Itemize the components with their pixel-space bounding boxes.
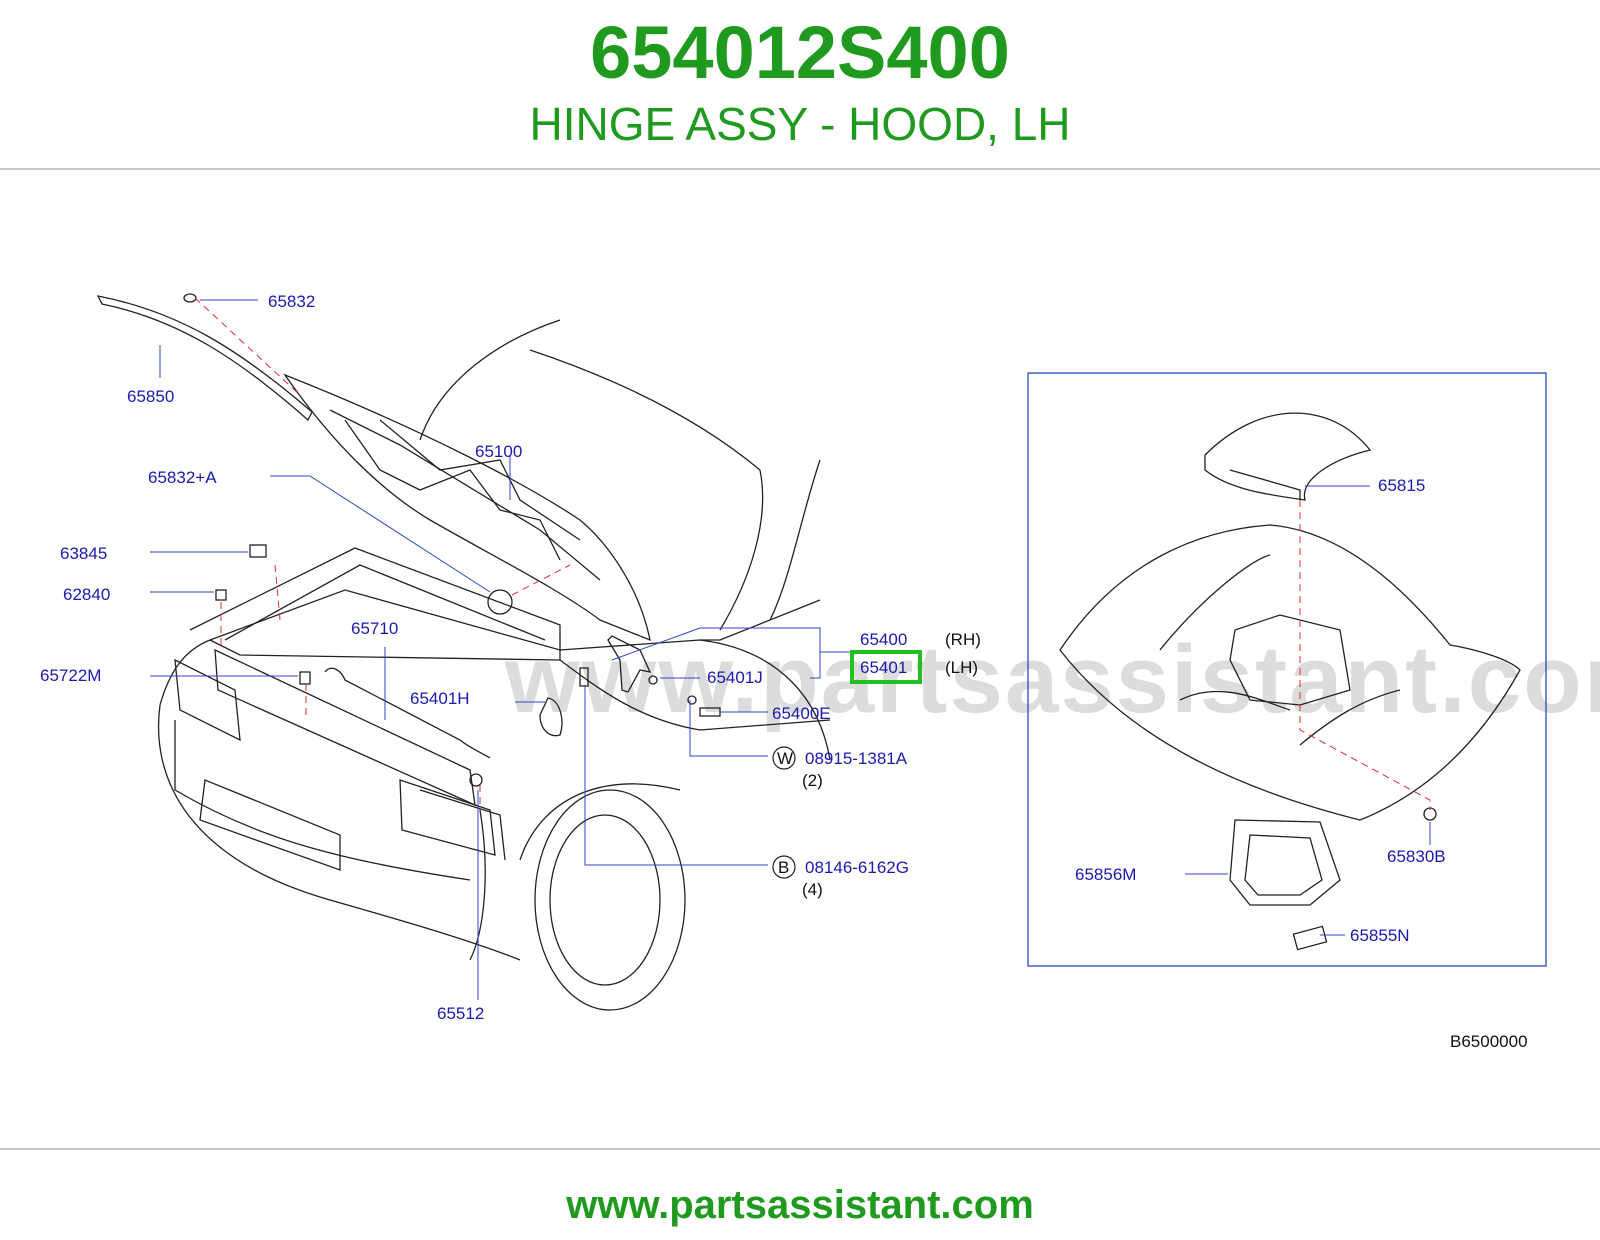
truck-drawing <box>96 293 831 1011</box>
label-65815: 65815 <box>1378 476 1425 495</box>
highlight-box-65401 <box>850 650 922 684</box>
label-08915-qty: (2) <box>802 771 823 790</box>
leader-lines-right <box>1185 485 1431 936</box>
footer-website-link[interactable]: www.partsassistant.com <box>566 1183 1034 1227</box>
w-symbol: W <box>777 749 793 768</box>
hood-scoop-drawing <box>1059 412 1521 951</box>
label-65710: 65710 <box>351 619 398 638</box>
parts-diagram: www.partsassistant.com <box>0 270 1600 1070</box>
b-symbol: B <box>778 858 789 877</box>
label-08146-qty: (4) <box>802 880 823 899</box>
dashed-line-65832a <box>511 564 571 596</box>
header-divider <box>0 168 1600 170</box>
label-65401j: 65401J <box>707 668 763 687</box>
label-65856m: 65856M <box>1075 865 1136 884</box>
label-65401h: 65401H <box>410 689 470 708</box>
dashed-line-inset <box>1299 500 1431 810</box>
label-65401: 65401 <box>860 658 907 677</box>
label-65855n: 65855N <box>1350 926 1410 945</box>
label-65832-a: 65832+A <box>148 468 217 487</box>
label-65850: 65850 <box>127 387 174 406</box>
part-number-title: 654012S400 <box>590 11 1010 94</box>
label-63845: 63845 <box>60 544 107 563</box>
label-62840: 62840 <box>63 585 110 604</box>
footer-divider <box>0 1148 1600 1150</box>
label-65400e: 65400E <box>772 704 831 723</box>
watermark-text: www.partsassistant.com <box>504 626 1600 733</box>
inset-frame <box>1027 372 1547 967</box>
diagram-code: B6500000 <box>1450 1032 1528 1051</box>
leader-lines-left <box>150 299 850 1000</box>
label-65512: 65512 <box>437 1004 484 1023</box>
label-08915-1381a: 08915-1381A <box>805 749 908 768</box>
label-65400-side: (RH) <box>945 630 981 649</box>
page-header: 654012S400 HINGE ASSY - HOOD, LH <box>0 0 1600 168</box>
b-symbol-circle <box>772 855 796 879</box>
label-65722m: 65722M <box>40 666 101 685</box>
label-65832: 65832 <box>268 292 315 311</box>
label-65400: 65400 <box>860 630 907 649</box>
label-65100: 65100 <box>475 442 522 461</box>
parts-diagram-svg: www.partsassistant.com <box>40 292 1600 1051</box>
part-name-subtitle: HINGE ASSY - HOOD, LH <box>529 98 1071 150</box>
w-symbol-circle <box>772 746 796 770</box>
label-08146-6162g: 08146-6162G <box>805 858 909 877</box>
label-65401-side: (LH) <box>945 658 978 677</box>
dashed-line-63845 <box>274 564 281 621</box>
label-65830b: 65830B <box>1387 847 1446 866</box>
